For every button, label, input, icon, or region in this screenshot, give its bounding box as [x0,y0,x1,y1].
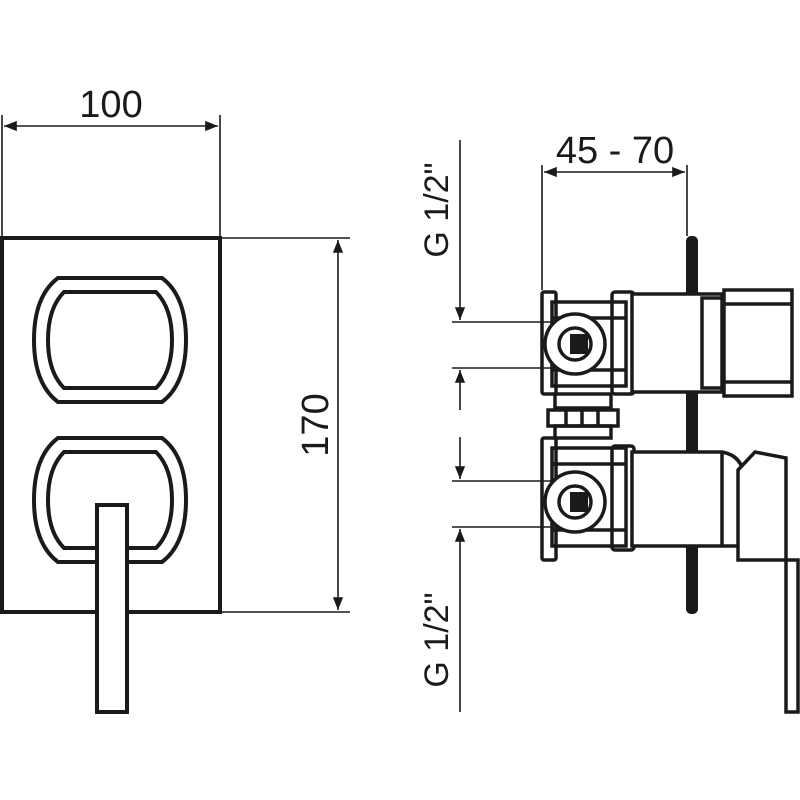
lever-handle [95,503,129,714]
lower-valve-body [540,436,800,714]
thread-bottom-label: G 1/2" [418,592,456,687]
width-label: 100 [79,84,142,126]
height-label: 170 [295,393,337,456]
middle-connector [546,392,620,440]
thread-top-label: G 1/2" [418,162,456,257]
depth-label: 45 - 70 [556,130,674,172]
lower-port-icon [543,470,607,534]
height-dimension [222,237,350,613]
depth-dimension [541,165,688,290]
width-dimension [1,115,221,236]
front-view [0,236,222,714]
upper-valve-body [540,288,794,398]
lower-knob [31,436,189,564]
upper-knob [31,276,189,404]
upper-port-icon [543,312,607,376]
side-view [540,236,800,714]
